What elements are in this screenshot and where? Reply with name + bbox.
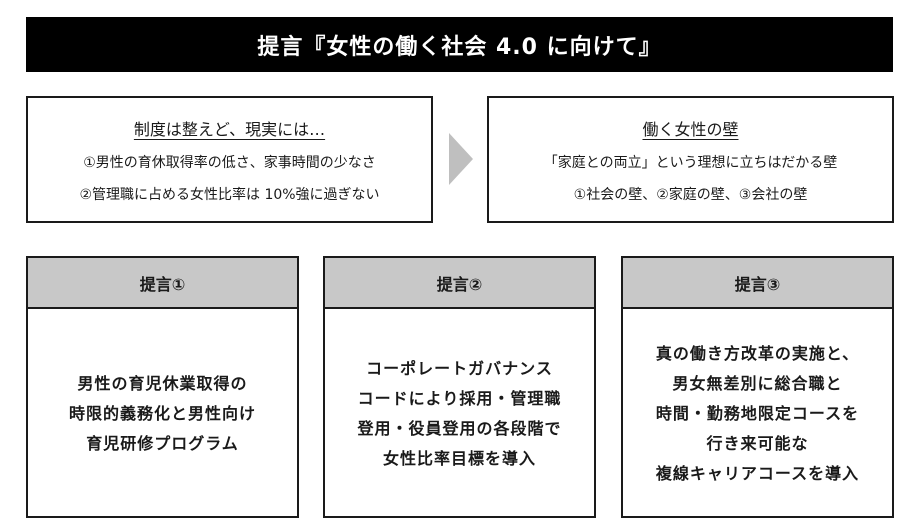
proposal-1-line: 育児研修プログラム — [86, 433, 239, 453]
reality-heading: 制度は整えど、現実には… — [133, 120, 326, 139]
proposal-1-label: 提言① — [28, 258, 297, 309]
proposal-3-line: 男女無差別に総合職と — [672, 373, 843, 393]
wall-heading: 働く女性の壁 — [642, 120, 739, 139]
proposal-3-line: 時間・勤務地限定コースを — [655, 403, 860, 423]
proposal-2-line: 女性比率目標を導入 — [382, 448, 536, 468]
wall-line-2: ①社会の壁、②家庭の壁、③会社の壁 — [573, 187, 808, 203]
reality-line-1: ①男性の育休取得率の低さ、家事時間の少なさ — [83, 155, 376, 171]
proposal-2-label: 提言② — [325, 258, 594, 309]
title-bar: 提言『女性の働く社会 4.0 に向けて』 — [26, 17, 893, 72]
proposal-3-line: 行き来可能な — [706, 433, 809, 453]
reality-line-2: ②管理職に占める女性比率は 10%強に過ぎない — [79, 187, 380, 203]
proposal-1-body: 男性の育児休業取得の 時限的義務化と男性向け 育児研修プログラム — [28, 309, 297, 518]
reality-box: 制度は整えど、現実には… ①男性の育休取得率の低さ、家事時間の少なさ ②管理職に… — [26, 96, 433, 223]
proposal-2-line: 登用・役員登用の各段階で — [357, 418, 562, 438]
proposal-1: 提言① 男性の育児休業取得の 時限的義務化と男性向け 育児研修プログラム — [26, 256, 299, 518]
proposal-2: 提言② コーポレートガバナンス コードにより採用・管理職 登用・役員登用の各段階… — [323, 256, 596, 518]
wall-box: 働く女性の壁 「家庭との両立」という理想に立ちはだかる壁 ①社会の壁、②家庭の壁… — [487, 96, 894, 223]
proposal-1-line: 時限的義務化と男性向け — [68, 403, 256, 423]
proposal-2-line: コードにより採用・管理職 — [357, 388, 562, 408]
proposal-2-line: コーポレートガバナンス — [366, 358, 553, 378]
wall-line-1: 「家庭との両立」という理想に立ちはだかる壁 — [543, 155, 838, 171]
proposal-2-body: コーポレートガバナンス コードにより採用・管理職 登用・役員登用の各段階で 女性… — [325, 309, 594, 518]
proposal-1-line: 男性の育児休業取得の — [77, 373, 248, 393]
proposal-3-line: 真の働き方改革の実施と、 — [655, 343, 860, 363]
arrow-right-icon — [449, 133, 473, 185]
proposal-3-line: 複線キャリアコースを導入 — [655, 463, 860, 483]
proposal-3-body: 真の働き方改革の実施と、 男女無差別に総合職と 時間・勤務地限定コースを 行き来… — [623, 309, 892, 518]
page-title: 提言『女性の働く社会 4.0 に向けて』 — [257, 34, 662, 60]
proposal-3: 提言③ 真の働き方改革の実施と、 男女無差別に総合職と 時間・勤務地限定コースを… — [621, 256, 894, 518]
proposal-3-label: 提言③ — [623, 258, 892, 309]
